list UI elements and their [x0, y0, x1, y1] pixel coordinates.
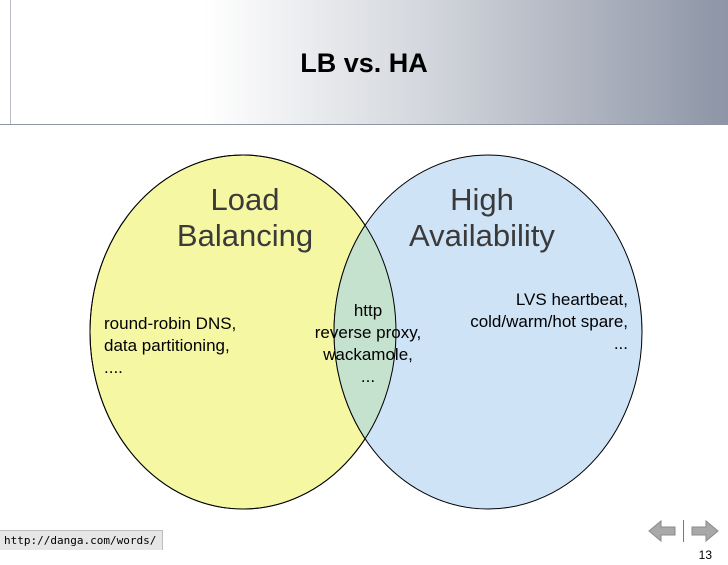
list-item: ....: [104, 358, 123, 377]
list-item: data partitioning,: [104, 336, 230, 355]
venn-circle-load-balancing-outline: [89, 154, 397, 510]
arrow-left-icon[interactable]: [647, 519, 677, 543]
high-availability-label-line2: Availability: [409, 218, 555, 253]
footer-url: http://danga.com/words/: [0, 530, 164, 550]
list-item: round-robin DNS,: [104, 314, 237, 333]
load-balancing-items: round-robin DNS, data partitioning, ....: [104, 313, 236, 379]
page-number: 13: [698, 548, 712, 562]
high-availability-label-line1: High: [450, 182, 514, 217]
load-balancing-label: Load Balancing: [164, 182, 326, 254]
high-availability-items: LVS heartbeat, cold/warm/hot spare, ...: [428, 289, 628, 355]
list-item: reverse proxy,: [314, 323, 422, 342]
load-balancing-label-line1: Load: [210, 182, 280, 217]
high-availability-label: High Availability: [396, 182, 568, 254]
arrow-right-icon[interactable]: [690, 519, 720, 543]
list-item: LVS heartbeat,: [515, 290, 628, 309]
slide-navigation: [647, 519, 720, 543]
header-left-rule: [10, 0, 11, 125]
list-item: http: [353, 301, 383, 320]
list-item: wackamole,: [323, 345, 413, 364]
list-item: ...: [360, 367, 376, 386]
overlap-items: http reverse proxy, wackamole, ...: [296, 300, 440, 388]
header-band: [0, 0, 728, 125]
slide-title: LB vs. HA: [300, 48, 428, 78]
venn-overlap-region: [333, 155, 396, 509]
nav-separator: [683, 520, 684, 542]
list-item: ...: [613, 334, 628, 353]
header-divider: [0, 124, 728, 125]
load-balancing-label-line2: Balancing: [176, 218, 314, 253]
list-item: cold/warm/hot spare,: [470, 312, 628, 331]
